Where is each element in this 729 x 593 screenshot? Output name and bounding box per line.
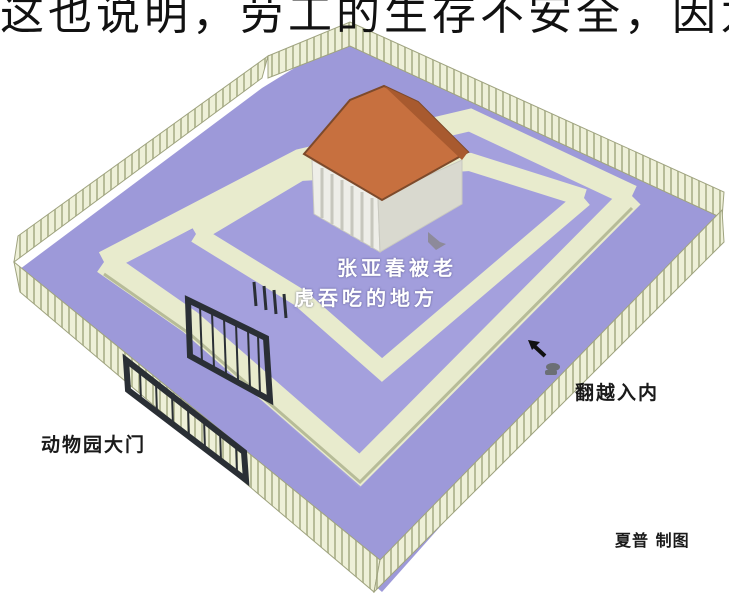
- inner-gate: [184, 295, 274, 406]
- credit-label: 夏普 制图: [615, 531, 690, 550]
- inner-gate-small: [252, 281, 288, 319]
- outer-fence-front-right: [373, 208, 725, 593]
- top-caption-cut: 这也说明，劳工的生存不安全，因为该: [0, 0, 729, 40]
- middle-fence-front: [97, 187, 641, 487]
- attack-site-label-line1: 张亚春被老: [337, 256, 457, 280]
- attack-site-label-line2: 虎吞吃的地方: [294, 286, 438, 310]
- zoo-gate-label: 动物园大门: [41, 434, 147, 456]
- arrow-icon: [528, 340, 547, 358]
- inner-enclosure-ground: [196, 168, 584, 374]
- tiger-house-building: [302, 84, 470, 253]
- victim-figure: [428, 232, 446, 250]
- climbing-figure: [545, 363, 560, 375]
- climb-in-label: 翻越入内: [575, 382, 660, 404]
- inner-fence-front: [191, 191, 590, 382]
- zoo-main-gate: [122, 353, 250, 487]
